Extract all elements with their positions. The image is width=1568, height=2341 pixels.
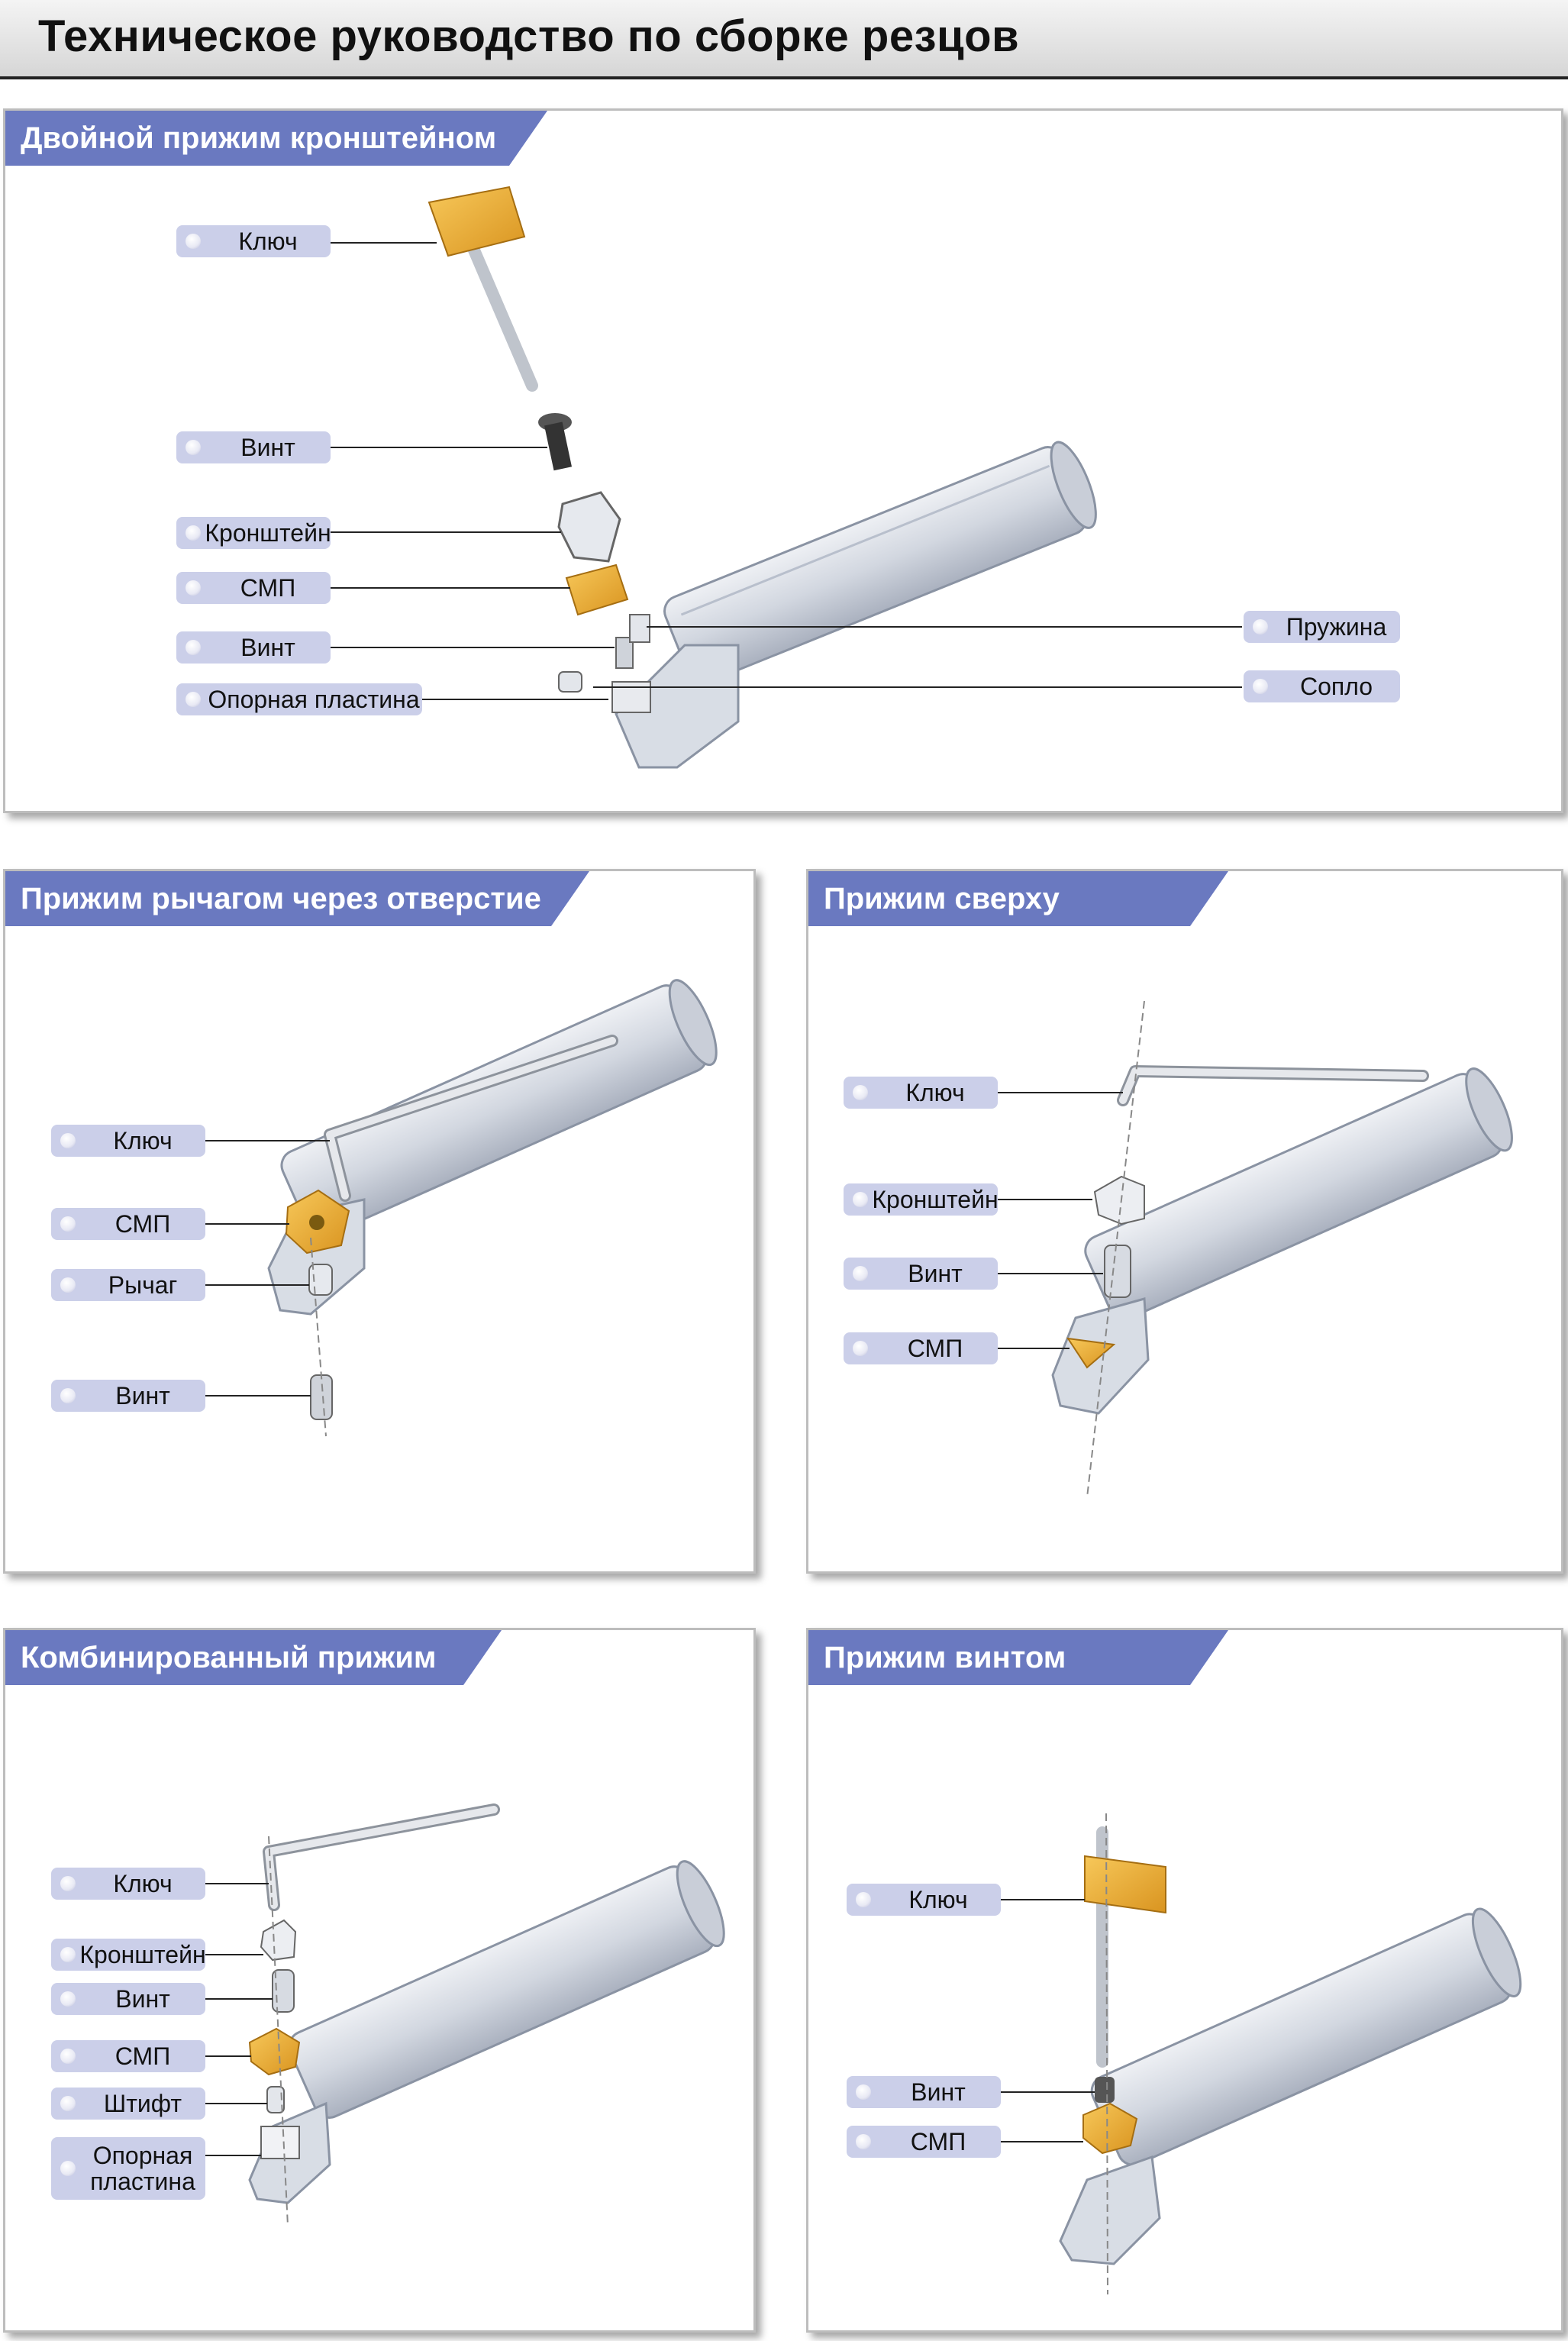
insert-icon — [565, 563, 629, 616]
bullet-icon — [60, 1947, 76, 1962]
label-bracket: Кронштейн — [844, 1183, 999, 1216]
label-lever: Рычаг — [51, 1269, 205, 1301]
label-insert: СМП — [176, 572, 331, 604]
label-support-plate: Опорная пластина — [176, 683, 422, 715]
bullet-icon — [60, 2049, 76, 2064]
label-insert: СМП — [844, 1332, 998, 1364]
label-screw: Винт — [176, 431, 331, 463]
label-pin: Штифт — [51, 2088, 205, 2120]
bullet-icon — [186, 440, 201, 455]
label-key: Ключ — [51, 1868, 205, 1900]
insert-icon — [1066, 1337, 1116, 1369]
bullet-icon — [186, 692, 201, 707]
bullet-icon — [186, 580, 201, 596]
label-key: Ключ — [51, 1125, 205, 1157]
label-screw: Винт — [847, 2076, 1001, 2108]
tool-holder-bar — [1090, 1907, 1522, 2166]
bullet-icon — [853, 1192, 868, 1207]
bullet-icon — [60, 1133, 76, 1148]
bullet-icon — [60, 1876, 76, 1891]
key-icon — [1084, 1826, 1166, 2068]
bullet-icon — [1253, 679, 1268, 694]
bullet-icon — [853, 1341, 868, 1356]
bracket-icon — [557, 491, 621, 563]
key-icon — [427, 186, 538, 392]
label-insert: СМП — [51, 2040, 205, 2072]
tool-head — [615, 644, 740, 769]
spring-icon — [629, 614, 650, 643]
bullet-icon — [186, 525, 201, 541]
label-screw: Винт — [844, 1258, 998, 1290]
nozzle-icon — [558, 671, 582, 693]
insert-icon — [1082, 2102, 1138, 2155]
tool-holder-bar — [1084, 1067, 1513, 1321]
page-title: Техническое руководство по сборке резцов — [38, 11, 1020, 61]
bullet-icon — [856, 2134, 871, 2149]
screw-icon — [538, 413, 573, 471]
key-icon — [1117, 1065, 1429, 1106]
panel-double-clamp: Двойной прижим кронштейном — [3, 108, 1563, 813]
insert-icon — [248, 2027, 301, 2076]
panel-title: Прижим рычагом через отверстие — [5, 871, 589, 926]
combined-clamp-assembly-drawing — [205, 1803, 725, 2226]
label-bracket: Кронштейн — [176, 517, 331, 549]
tool-head — [1059, 2155, 1161, 2265]
panel-combined-clamp: Комбинированный прижим Ключ Кронштейн Ви… — [3, 1628, 756, 2333]
pin-icon — [266, 2086, 285, 2113]
page-header: Техническое руководство по сборке резцов — [0, 0, 1568, 79]
panel-title: Комбинированный прижим — [5, 1630, 502, 1685]
key-icon — [263, 1803, 500, 1911]
bullet-icon — [186, 234, 201, 249]
bullet-icon — [186, 640, 201, 655]
panel-title: Двойной прижим кронштейном — [5, 111, 547, 166]
panel-title: Прижим сверху — [808, 871, 1228, 926]
tool-holder-bar — [663, 441, 1097, 685]
panel-title: Прижим винтом — [808, 1630, 1228, 1685]
label-key: Ключ — [176, 225, 331, 257]
label-nozzle: Сопло — [1244, 670, 1400, 702]
bullet-icon — [856, 2084, 871, 2100]
label-key: Ключ — [847, 1884, 1001, 1916]
screw-icon — [1095, 2077, 1115, 2103]
key-icon — [324, 1035, 618, 1202]
screw-icon — [310, 1374, 333, 1420]
screw-icon — [272, 1969, 295, 2013]
label-insert: СМП — [51, 1208, 205, 1240]
lever-clamp-assembly-drawing — [205, 979, 718, 1437]
panel-lever-clamp: Прижим рычагом через отверстие Ключ СМП … — [3, 869, 756, 1574]
lower-screw-icon — [615, 637, 634, 669]
screw-icon — [1104, 1245, 1131, 1298]
label-spring: Пружина — [1244, 611, 1400, 643]
bullet-icon — [60, 1216, 76, 1232]
bullet-icon — [1253, 619, 1268, 634]
top-clamp-assembly-drawing — [998, 1000, 1513, 1498]
bullet-icon — [60, 2096, 76, 2111]
panel-top-clamp: Прижим сверху Ключ Кронштейн Винт СМП — [806, 869, 1563, 1574]
bullet-icon — [60, 2161, 76, 2176]
bullet-icon — [60, 1991, 76, 2007]
label-screw-2: Винт — [176, 631, 331, 664]
bullet-icon — [853, 1266, 868, 1281]
screw-clamp-assembly-drawing — [1001, 1813, 1522, 2295]
panel-screw-clamp: Прижим винтом Ключ Винт СМП — [806, 1628, 1563, 2333]
bullet-icon — [60, 1277, 76, 1293]
bracket-icon — [1093, 1175, 1145, 1225]
support-plate-icon — [260, 2126, 300, 2159]
bullet-icon — [60, 1388, 76, 1403]
label-screw: Винт — [51, 1983, 205, 2015]
label-insert: СМП — [847, 2126, 1001, 2158]
double-clamp-assembly-drawing — [330, 186, 1242, 769]
bracket-icon — [260, 1919, 297, 1962]
bullet-icon — [853, 1085, 868, 1100]
label-key: Ключ — [844, 1077, 998, 1109]
tool-holder-bar — [288, 1860, 725, 2119]
bullet-icon — [856, 1892, 871, 1907]
label-screw: Винт — [51, 1380, 205, 1412]
label-bracket: Кронштейн — [51, 1939, 206, 1971]
